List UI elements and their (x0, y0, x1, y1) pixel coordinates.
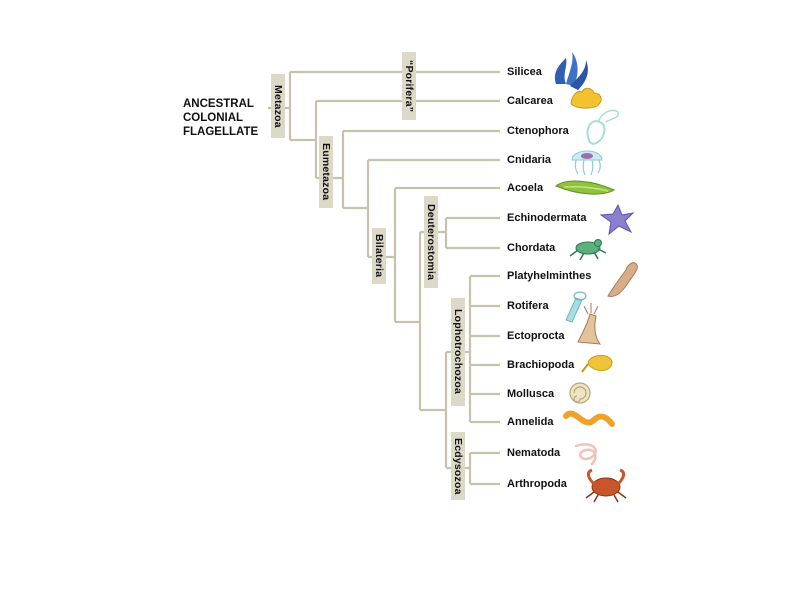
crab-icon (586, 470, 626, 502)
taxon-label-nematoda: Nematoda (507, 446, 560, 460)
root-label-line: COLONIAL (183, 111, 258, 125)
taxon-label-annelida: Annelida (507, 415, 553, 429)
taxon-label-platyhelminthes: Platyhelminthes (507, 269, 591, 283)
root-label-line: ANCESTRAL (183, 97, 258, 111)
taxon-label-rotifera: Rotifera (507, 299, 549, 313)
sponge-icon (555, 52, 588, 90)
taxon-label-mollusca: Mollusca (507, 387, 554, 401)
clade-label-eumetazoa: Eumetazoa (319, 136, 333, 208)
clade-label-deuterostomia: Deuterostomia (424, 196, 438, 288)
lamp-shell-icon (582, 355, 612, 372)
taxon-label-chordata: Chordata (507, 241, 555, 255)
acoel-worm-icon (556, 181, 614, 194)
taxon-label-ctenophora: Ctenophora (507, 124, 569, 138)
segmented-worm-icon (566, 414, 612, 424)
clade-label-metazoa: Metazoa (271, 74, 285, 138)
frog-icon (570, 240, 606, 261)
taxon-label-arthropoda: Arthropoda (507, 477, 567, 491)
taxon-label-ectoprocta: Ectoprocta (507, 329, 564, 343)
taxon-label-silicea: Silicea (507, 65, 542, 79)
taxon-label-echinodermata: Echinodermata (507, 211, 586, 225)
calcareous-sponge-icon (571, 88, 601, 108)
clade-label-lophotrochozoa: Lophotrochozoa (451, 298, 465, 406)
comb-jelly-icon (587, 110, 618, 143)
roundworm-icon (576, 444, 596, 464)
clade-label-porifera: “Porifera” (402, 52, 416, 120)
taxon-label-calcarea: Calcarea (507, 94, 553, 108)
clade-label-ecdysozoa: Ecdysozoa (451, 432, 465, 500)
taxon-label-acoela: Acoela (507, 181, 543, 195)
taxon-label-cnidaria: Cnidaria (507, 153, 551, 167)
root-label-line: FLAGELLATE (183, 125, 258, 139)
bryozoan-icon (578, 303, 600, 344)
flatworm-icon (608, 263, 637, 297)
clade-label-bilateria: Bilateria (372, 228, 386, 284)
snail-shell-icon (570, 383, 590, 403)
sea-star-icon (601, 205, 633, 234)
taxon-label-brachiopoda: Brachiopoda (507, 358, 574, 372)
jellyfish-icon (572, 151, 602, 175)
rotifer-icon (566, 292, 586, 322)
root-label-ancestral-colonial-flagellate: ANCESTRAL COLONIAL FLAGELLATE (183, 97, 258, 139)
